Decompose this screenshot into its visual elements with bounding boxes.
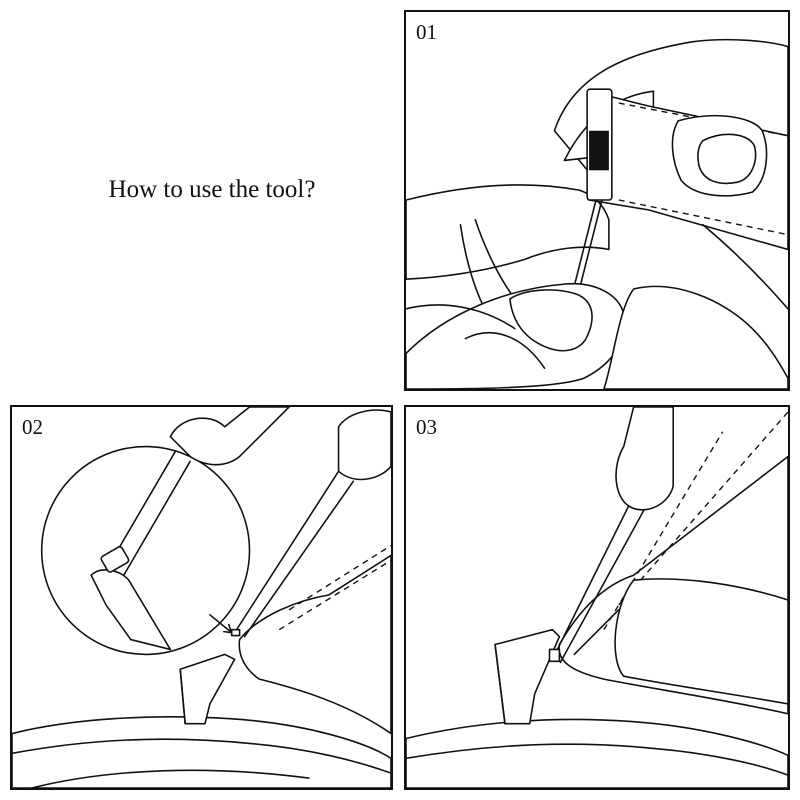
tool-inserting-pin-icon <box>12 407 391 788</box>
step-number: 02 <box>22 415 43 439</box>
step-number: 03 <box>416 415 437 439</box>
step-panel-1: 01 <box>404 10 790 391</box>
step-number: 01 <box>416 20 437 44</box>
page-title: How to use the tool? <box>108 176 316 203</box>
step-panel-2: 02 <box>10 405 393 790</box>
hand-holding-tool-icon <box>406 38 788 389</box>
tool-pushing-pin-icon <box>406 407 788 788</box>
step-panel-3: 03 <box>404 405 790 790</box>
